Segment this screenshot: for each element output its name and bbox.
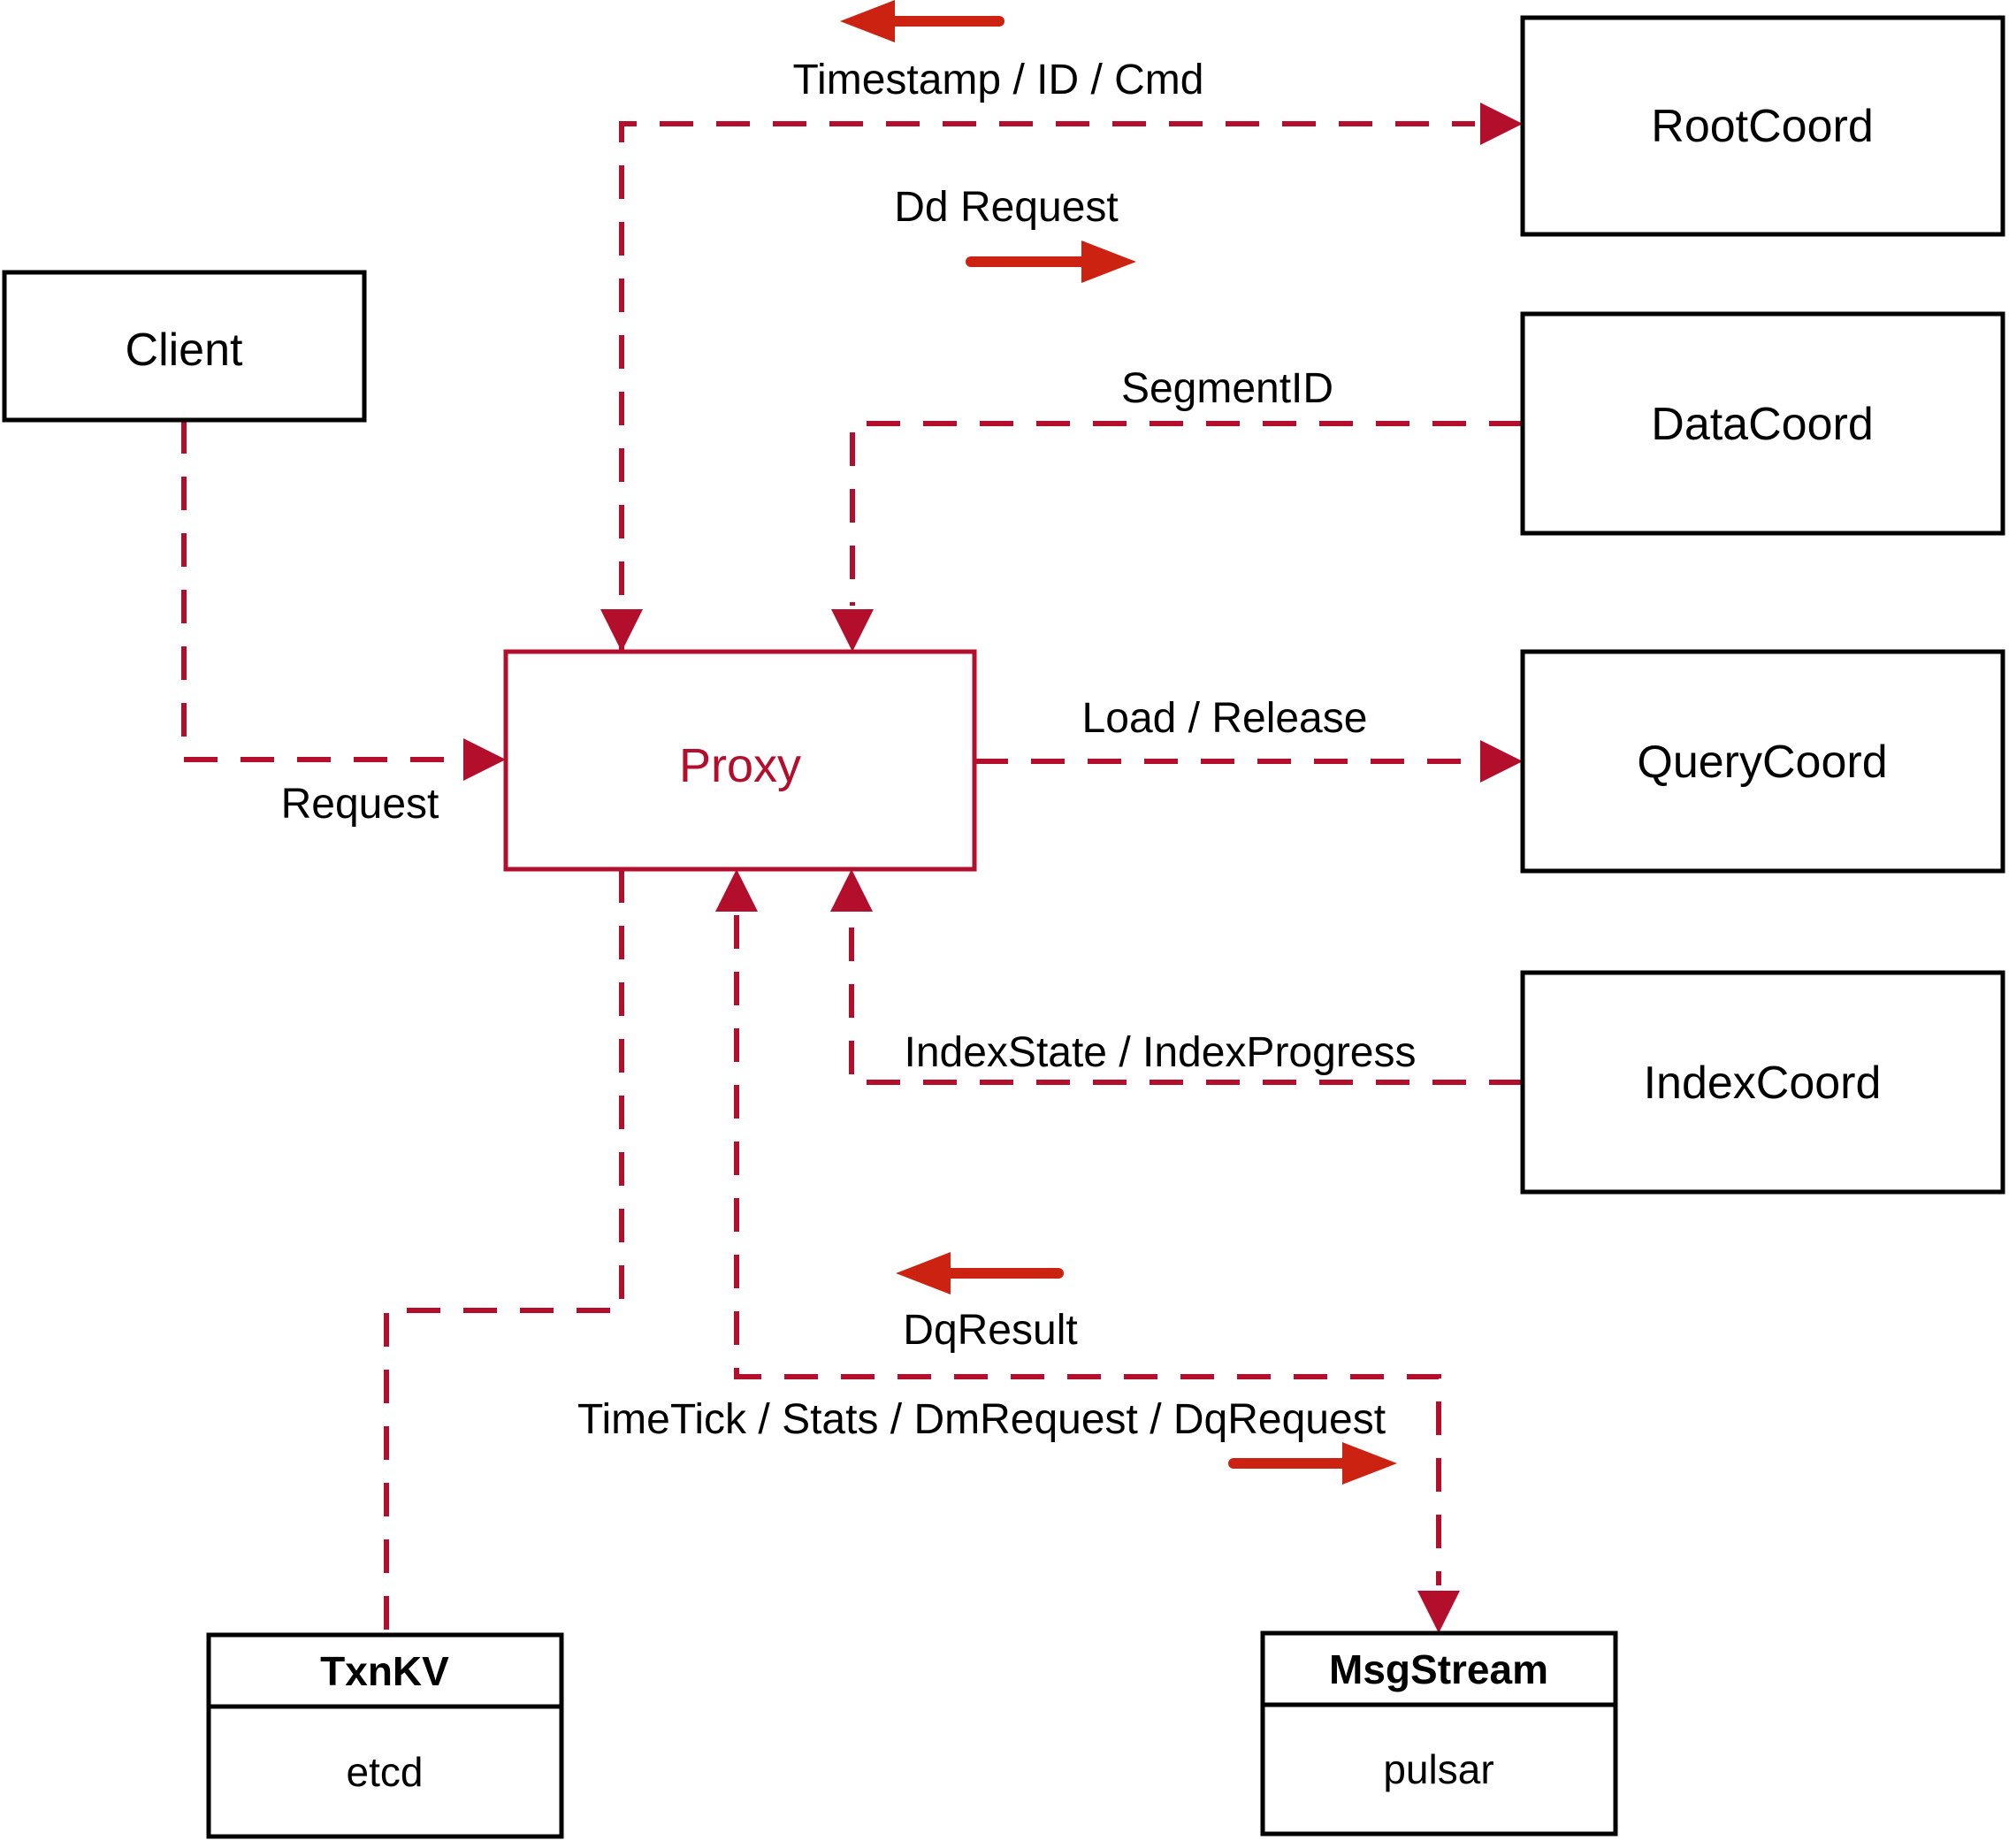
edge-label-request: Request	[281, 781, 439, 828]
datacoord-node	[1520, 311, 2005, 536]
indexcoord-node	[1520, 970, 2005, 1195]
arrowhead-into-rootcoord	[1480, 103, 1523, 145]
arrowhead-into-querycoord	[1480, 740, 1523, 783]
edge-proxy-to-txnkv	[384, 869, 624, 1635]
datacoord-node-label: DataCoord	[1651, 399, 1873, 450]
edge-label-load-release: Load / Release	[1082, 695, 1368, 742]
client-node-label: Client	[126, 325, 243, 376]
arrowhead-into-proxy-bottom-right	[830, 869, 873, 912]
edge-datacoord-to-proxy	[850, 421, 1523, 606]
rootcoord-node-label: RootCoord	[1651, 101, 1873, 152]
timetick-direction-arrow	[1228, 1442, 1397, 1485]
arrowhead-into-msgstream	[1417, 1591, 1460, 1633]
edge-label-dd-request: Dd Request	[894, 184, 1118, 231]
txnkv-node: TxnKV etcd	[206, 1632, 564, 1839]
timestamp-direction-arrow	[840, 0, 1004, 42]
querycoord-node-label: QueryCoord	[1637, 737, 1887, 788]
edge-label-timestamp-id-cmd: Timestamp / ID / Cmd	[793, 57, 1204, 103]
proxy-node-label: Proxy	[679, 739, 801, 792]
client-node	[2, 270, 367, 423]
arrowhead-into-proxy-bottom-left	[715, 869, 758, 912]
arrowhead-into-proxy-left	[463, 738, 506, 781]
arrowhead-into-proxy-top-right	[831, 609, 874, 652]
rootcoord-node	[1520, 15, 2005, 237]
edge-label-timetick-stats: TimeTick / Stats / DmRequest / DqRequest	[577, 1396, 1386, 1443]
edge-proxy-to-msgstream	[734, 915, 1441, 1585]
dd-request-direction-arrow	[966, 241, 1136, 283]
txnkv-node-title: TxnKV	[320, 1648, 449, 1694]
indexcoord-node-label: IndexCoord	[1644, 1058, 1882, 1109]
msgstream-node: MsgStream pulsar	[1260, 1630, 1618, 1837]
dq-result-direction-arrow	[896, 1252, 1064, 1294]
edge-proxy-to-rootcoord	[619, 121, 1475, 652]
edge-client-to-proxy	[181, 420, 460, 762]
edge-label-dq-result: DqResult	[903, 1307, 1077, 1354]
msgstream-node-sublabel: pulsar	[1383, 1746, 1493, 1792]
edge-label-segment-id: SegmentID	[1121, 365, 1333, 412]
edge-label-index-state-progress: IndexState / IndexProgress	[905, 1029, 1417, 1076]
querycoord-node	[1520, 649, 2005, 874]
txnkv-node-sublabel: etcd	[347, 1749, 424, 1795]
msgstream-node-title: MsgStream	[1329, 1646, 1548, 1692]
arrowhead-into-proxy-top-left	[600, 609, 643, 652]
proxy-node	[503, 649, 977, 872]
